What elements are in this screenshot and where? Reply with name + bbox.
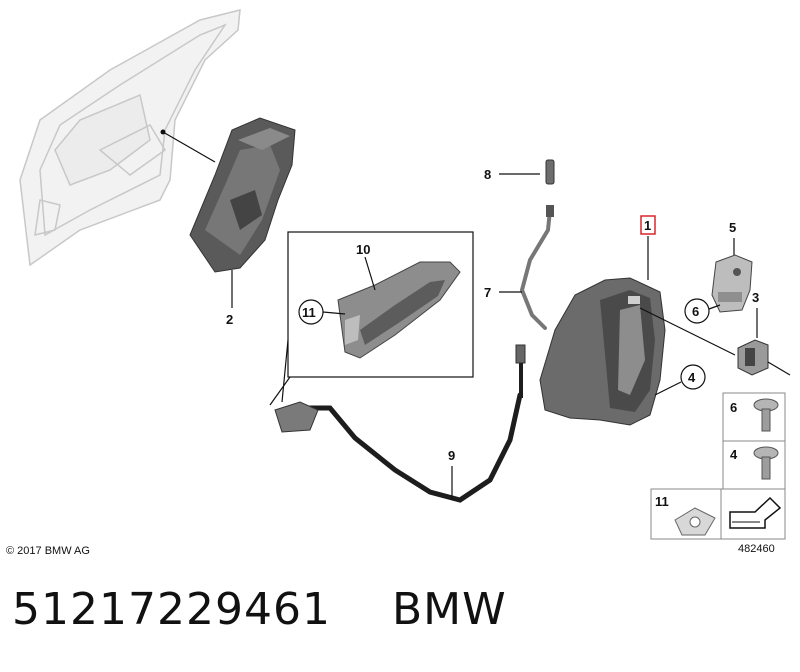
lock-housing-illustration xyxy=(189,117,296,273)
leader-6 xyxy=(708,304,721,310)
rod-7-tip xyxy=(546,205,554,217)
legend-clip-label: 11 xyxy=(655,494,669,509)
striker-3-illustration xyxy=(737,339,791,376)
interior-handle-illustration xyxy=(337,261,461,359)
door-lock-illustration xyxy=(539,277,666,426)
callout-5: 5 xyxy=(729,220,736,235)
bracket-5-illustration xyxy=(711,254,753,313)
callout-6: 6 xyxy=(692,304,699,319)
part-number: 51217229461 xyxy=(12,584,331,635)
cable-9-end xyxy=(274,401,319,433)
cable-9-illustration xyxy=(297,392,523,503)
clip-nut-icon xyxy=(674,507,716,536)
legend-screw-a-label: 6 xyxy=(730,400,737,415)
callout-11: 11 xyxy=(302,305,316,320)
callout-9: 9 xyxy=(448,448,455,463)
callout-7: 7 xyxy=(484,285,491,300)
cable-9-connector xyxy=(515,344,526,364)
callout-8: 8 xyxy=(484,167,491,182)
callout-4: 4 xyxy=(688,370,696,385)
leader-4 xyxy=(654,381,682,396)
legend-screw-b-label: 4 xyxy=(730,447,738,462)
bolt-8-illustration xyxy=(545,159,555,185)
leader-door-to-lock xyxy=(162,131,216,163)
callout-1-highlight xyxy=(640,215,656,235)
part-number-caption: 51217229461 BMW xyxy=(12,584,507,635)
door-frame-illustration xyxy=(19,9,241,267)
callout-4-circle xyxy=(680,364,706,390)
leader-11 xyxy=(322,311,346,315)
copyright-text: © 2017 BMW AG xyxy=(6,545,90,557)
callout-3: 3 xyxy=(752,290,759,305)
screw-icon xyxy=(753,446,779,480)
callout-2: 2 xyxy=(226,312,233,327)
leader-10 xyxy=(364,256,376,291)
callout-1: 1 xyxy=(644,218,651,233)
brand-name: BMW xyxy=(391,584,507,635)
diagram-number: 482460 xyxy=(738,543,775,555)
hardware-legend xyxy=(650,392,786,540)
direction-arrow-icon xyxy=(729,496,782,529)
rod-7-illustration xyxy=(519,208,552,330)
callout-6-circle xyxy=(684,298,710,324)
callout-10: 10 xyxy=(356,242,370,257)
leader-lock-to-striker xyxy=(639,307,736,356)
leader-dot xyxy=(160,129,166,135)
screw-icon xyxy=(753,398,779,432)
